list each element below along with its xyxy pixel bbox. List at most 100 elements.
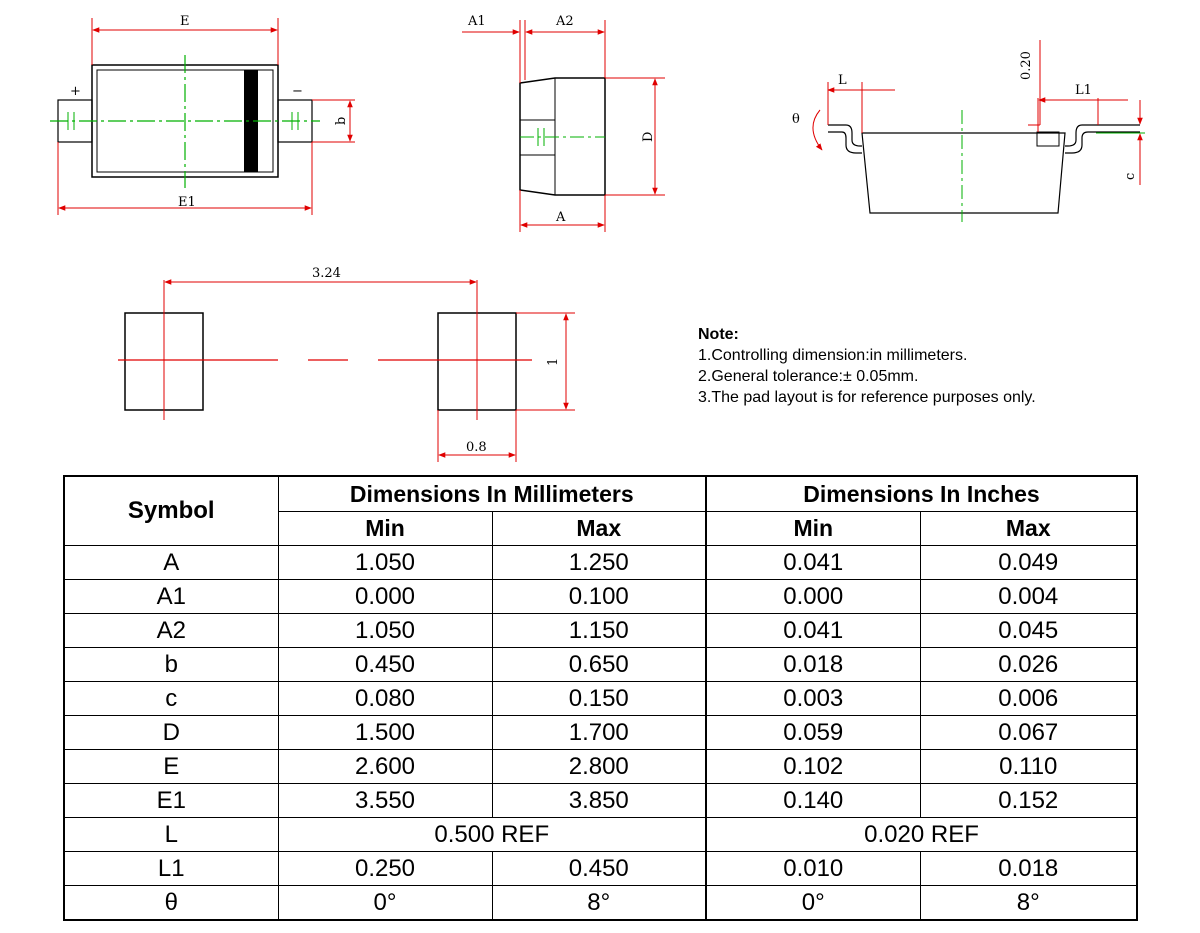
mm-max-cell: 1.250 xyxy=(491,545,707,580)
dim-label-theta: θ xyxy=(792,112,800,127)
top-view: + − E E1 b xyxy=(50,14,355,215)
mm-ref-cell: 0.500 REF xyxy=(277,817,707,852)
in-max-header: Max xyxy=(919,511,1138,546)
dim-label-A2: A2 xyxy=(555,14,574,29)
dim-label-L1: L1 xyxy=(1075,83,1092,98)
symbol-cell: θ xyxy=(63,885,279,921)
table-row: E1 3.550 3.850 0.140 0.152 xyxy=(63,783,1138,818)
mm-max-cell: 1.150 xyxy=(491,613,707,648)
table-row: E 2.600 2.800 0.102 0.110 xyxy=(63,749,1138,784)
mm-header: Dimensions In Millimeters xyxy=(277,475,707,512)
symbol-cell: c xyxy=(63,681,279,716)
dim-label-0-20: 0.20 xyxy=(1019,51,1034,80)
note-line: 2.General tolerance:± 0.05mm. xyxy=(698,368,919,385)
minus-mark: − xyxy=(292,84,303,99)
symbol-cell: A xyxy=(63,545,279,580)
mm-max-cell: 0.150 xyxy=(491,681,707,716)
in-max-cell: 8° xyxy=(919,885,1138,921)
lead-foot-detail xyxy=(1036,131,1060,147)
mm-min-cell: 2.600 xyxy=(277,749,493,784)
symbol-cell: D xyxy=(63,715,279,750)
symbol-cell: E1 xyxy=(63,783,279,818)
in-min-cell: 0.059 xyxy=(705,715,921,750)
symbol-cell: A1 xyxy=(63,579,279,614)
inch-header: Dimensions In Inches xyxy=(705,475,1138,512)
note-line: 3.The pad layout is for reference purpos… xyxy=(698,389,1036,406)
mm-max-cell: 3.850 xyxy=(491,783,707,818)
dim-label-A1: A1 xyxy=(467,14,486,29)
table-row: A2 1.050 1.150 0.041 0.045 xyxy=(63,613,1138,648)
symbol-cell: L xyxy=(63,817,279,852)
symbol-cell: A2 xyxy=(63,613,279,648)
in-min-cell: 0.102 xyxy=(705,749,921,784)
table-row: c 0.080 0.150 0.003 0.006 xyxy=(63,681,1138,716)
mm-min-cell: 1.050 xyxy=(277,545,493,580)
dim-label-A: A xyxy=(555,210,566,225)
notes-block: Note: 1.Controlling dimension:in millime… xyxy=(698,324,1036,408)
in-max-cell: 0.045 xyxy=(919,613,1138,648)
in-max-cell: 0.004 xyxy=(919,579,1138,614)
in-min-cell: 0.041 xyxy=(705,545,921,580)
mm-max-header: Max xyxy=(491,511,707,546)
note-line: 1.Controlling dimension:in millimeters. xyxy=(698,347,968,364)
in-min-cell: 0.041 xyxy=(705,613,921,648)
table-row: A1 0.000 0.100 0.000 0.004 xyxy=(63,579,1138,614)
dim-label-D: D xyxy=(641,132,656,142)
mm-min-header: Min xyxy=(277,511,493,546)
dim-label-c: c xyxy=(1123,173,1138,180)
mm-max-cell: 8° xyxy=(491,885,707,921)
side-view: A1 A2 D A xyxy=(462,14,665,232)
dim-label-L: L xyxy=(838,73,847,88)
mm-min-cell: 0.450 xyxy=(277,647,493,682)
table-row: A 1.050 1.250 0.041 0.049 xyxy=(63,545,1138,580)
in-max-cell: 0.006 xyxy=(919,681,1138,716)
dim-label-1: 1 xyxy=(546,358,561,366)
note-title: Note: xyxy=(698,326,739,343)
in-max-cell: 0.018 xyxy=(919,851,1138,886)
table-row: θ 0° 8° 0° 8° xyxy=(63,885,1138,921)
symbol-cell: L1 xyxy=(63,851,279,886)
dim-label-b: b xyxy=(334,117,349,125)
in-min-cell: 0.010 xyxy=(705,851,921,886)
in-min-header: Min xyxy=(705,511,921,546)
dim-label-E: E xyxy=(180,14,190,29)
dim-label-0-8: 0.8 xyxy=(466,440,487,455)
in-max-cell: 0.026 xyxy=(919,647,1138,682)
mm-min-cell: 1.050 xyxy=(277,613,493,648)
dim-label-E1: E1 xyxy=(178,195,196,210)
table-row: D 1.500 1.700 0.059 0.067 xyxy=(63,715,1138,750)
lead-detail-view: L θ 0.20 L1 c xyxy=(792,40,1145,222)
in-max-cell: 0.067 xyxy=(919,715,1138,750)
theta-arc xyxy=(812,109,823,151)
symbol-cell: E xyxy=(63,749,279,784)
mm-min-cell: 1.500 xyxy=(277,715,493,750)
in-max-cell: 0.152 xyxy=(919,783,1138,818)
in-ref-cell: 0.020 REF xyxy=(705,817,1138,852)
in-min-cell: 0.140 xyxy=(705,783,921,818)
symbol-cell: b xyxy=(63,647,279,682)
table-row: L1 0.250 0.450 0.010 0.018 xyxy=(63,851,1138,886)
dimensions-table: Symbol Dimensions In Millimeters Dimensi… xyxy=(63,475,1139,921)
mm-min-cell: 3.550 xyxy=(277,783,493,818)
mm-min-cell: 0.250 xyxy=(277,851,493,886)
in-max-cell: 0.110 xyxy=(919,749,1138,784)
package-drawings: + − E E1 b A1 A2 xyxy=(50,14,1145,462)
left-lead-outline xyxy=(828,124,862,154)
table-row: L 0.500 REF 0.020 REF xyxy=(63,817,1138,852)
dim-label-3-24: 3.24 xyxy=(312,266,341,281)
cathode-band xyxy=(244,70,258,172)
right-lead-outline xyxy=(1065,124,1140,154)
mm-min-cell: 0.080 xyxy=(277,681,493,716)
mm-max-cell: 2.800 xyxy=(491,749,707,784)
mm-max-cell: 0.100 xyxy=(491,579,707,614)
in-max-cell: 0.049 xyxy=(919,545,1138,580)
plus-mark: + xyxy=(70,84,81,99)
mm-max-cell: 0.650 xyxy=(491,647,707,682)
pad-layout: 3.24 1 0.8 xyxy=(118,266,575,462)
in-min-cell: 0.018 xyxy=(705,647,921,682)
in-min-cell: 0.000 xyxy=(705,579,921,614)
mm-max-cell: 0.450 xyxy=(491,851,707,886)
in-min-cell: 0.003 xyxy=(705,681,921,716)
mm-min-cell: 0.000 xyxy=(277,579,493,614)
in-min-cell: 0° xyxy=(705,885,921,921)
